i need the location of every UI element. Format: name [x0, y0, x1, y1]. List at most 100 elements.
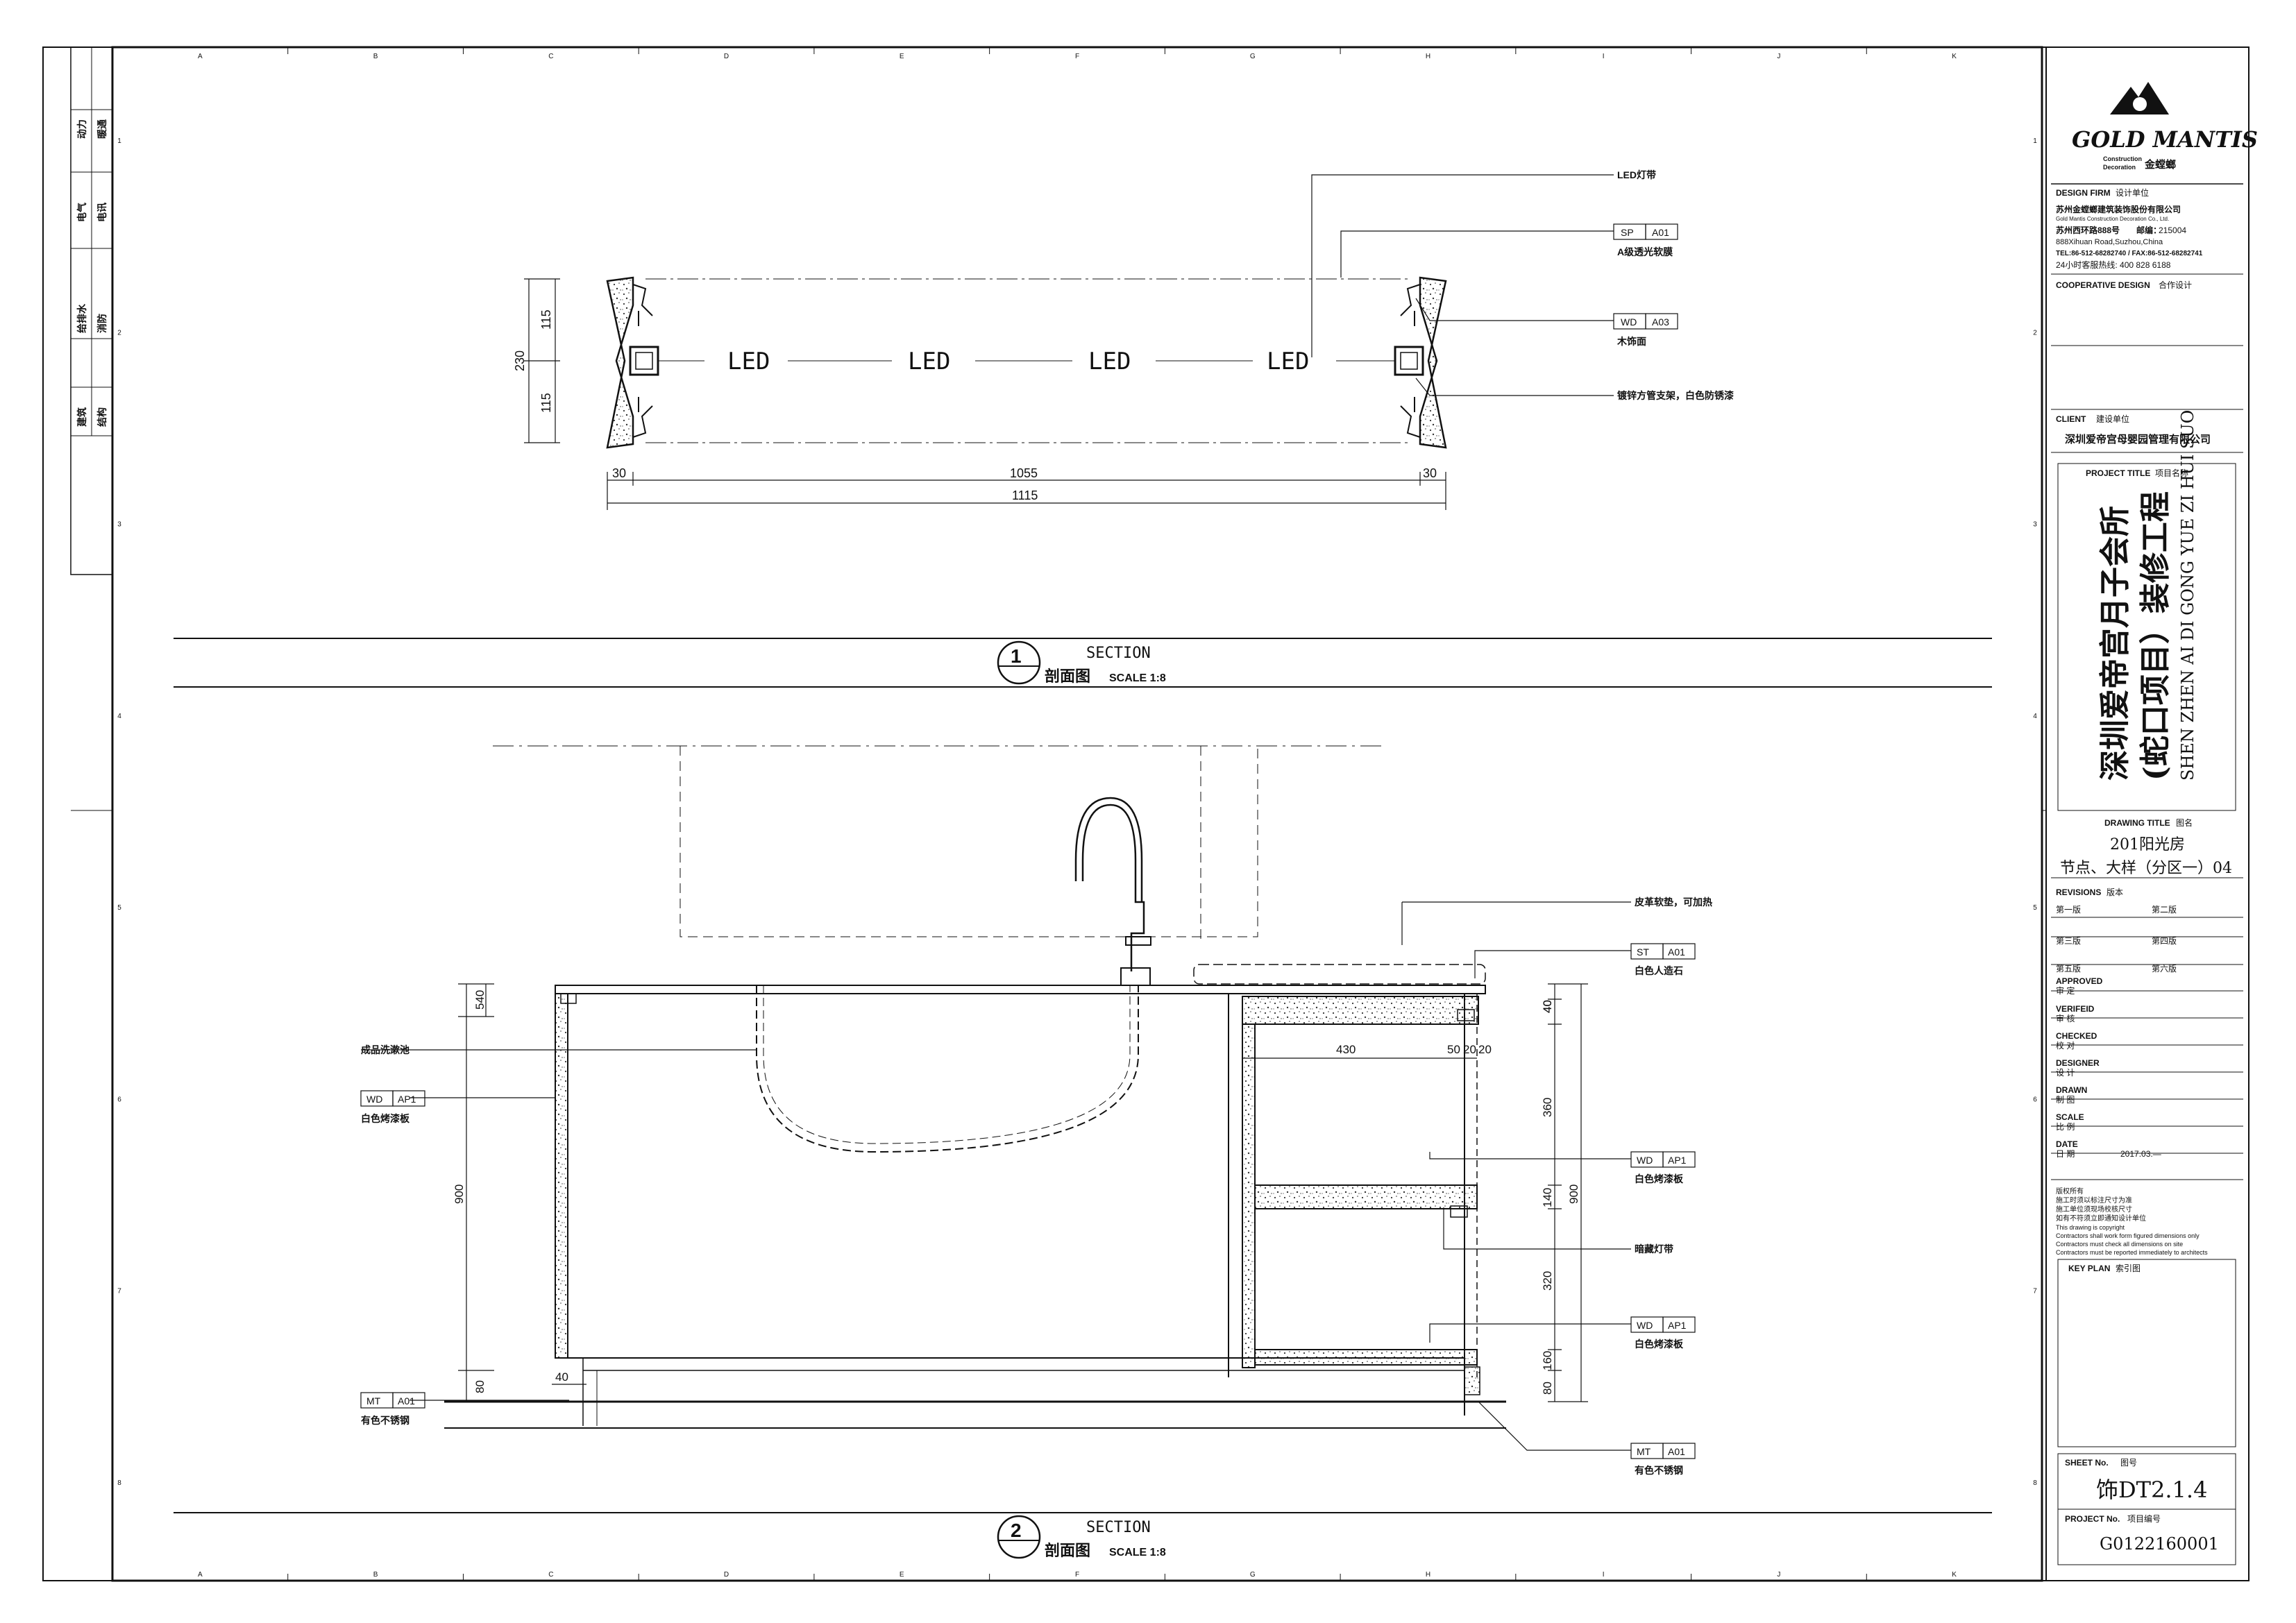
- grid-row-label: 6: [117, 1096, 121, 1103]
- scale-cn: 比 例: [2056, 1122, 2075, 1132]
- title-block: [2051, 183, 2243, 1565]
- grid-row-label: 3: [2033, 521, 2037, 529]
- rev-3: 第三版: [2056, 936, 2081, 946]
- callout-film: A级透光软膜: [1617, 246, 1673, 257]
- left-discipline-strip: [71, 47, 112, 436]
- note: 施工时须以标注尺寸为准: [2056, 1196, 2132, 1205]
- scale-label: SCALE: [2056, 1112, 2084, 1122]
- grid-col-label: J: [1777, 53, 1780, 60]
- project-title-label: PROJECT TITLE: [2086, 468, 2150, 478]
- grid-row-label: 4: [117, 713, 121, 720]
- rev-4: 第四版: [2152, 936, 2177, 946]
- grid-col-label: E: [900, 53, 904, 60]
- dim-140: 140: [1541, 1188, 1554, 1207]
- led-label: LED: [908, 348, 950, 375]
- led-label: LED: [727, 348, 770, 375]
- grid-col-label: H: [1426, 53, 1430, 60]
- approved-label: APPROVED: [2056, 976, 2103, 986]
- dim-1055: 1055: [1010, 466, 1038, 480]
- project-en: SHEN ZHEN AI DI GONG YUE ZI HUI SUO: [2178, 410, 2197, 781]
- rev-2: 第二版: [2152, 905, 2177, 915]
- section-1-drawing: [606, 276, 1447, 449]
- dim-115-bottom: 115: [539, 393, 553, 413]
- dim-50: 50: [1447, 1043, 1460, 1056]
- grid-col-label: D: [724, 1571, 729, 1579]
- section-1-dim-text: 230 115 115 30 1055 30 1115: [513, 309, 1437, 502]
- dim-20a: 20: [1463, 1043, 1476, 1056]
- section-1-title: 1 SECTION 剖面图 SCALE 1:8: [174, 638, 1992, 688]
- callout-tag: WD: [1637, 1155, 1653, 1166]
- strip-label: 电讯: [96, 203, 108, 222]
- section-2-dimensions: [458, 983, 1588, 1402]
- dim-360: 360: [1541, 1098, 1554, 1117]
- design-firm-cn: 设计单位: [2116, 187, 2149, 198]
- grid-row-label: 7: [2033, 1288, 2037, 1295]
- callout-code: A01: [1668, 1446, 1685, 1457]
- section-2-callouts: 成品洗漱池 WD AP1 白色烤漆板 MT A01 有色不锈钢 皮革软垫，可加热…: [361, 897, 1712, 1476]
- callout-tag: ST: [1637, 946, 1649, 958]
- section-1-title-en: SECTION: [1086, 645, 1151, 662]
- project-line2: (蛇口项目）装修工程: [2138, 491, 2173, 781]
- revisions-cn: 版本: [2107, 887, 2123, 897]
- dim-115-top: 115: [539, 309, 553, 330]
- section-2-dim-text: 540 900 80 40 430 50 20 20 40 40 360 140…: [453, 990, 1580, 1395]
- designer-label: DESIGNER: [2056, 1058, 2100, 1068]
- dim-40-base: 40: [555, 1370, 568, 1384]
- grid-col-label: G: [1250, 1571, 1256, 1579]
- client-label: CLIENT: [2056, 414, 2086, 424]
- sheet-frame: [42, 46, 2249, 1582]
- logo-cn: 金螳螂: [2144, 158, 2176, 171]
- date-cn: 日 期: [2056, 1149, 2075, 1159]
- date-value: 2017.03.—: [2120, 1149, 2161, 1159]
- grid-row-label: 1: [2033, 137, 2037, 145]
- projno-label: PROJECT No.: [2065, 1514, 2120, 1524]
- section-1-callouts: LED灯带 SP A01 A级透光软膜 WD A03 木饰面 镀锌方管支架，白色…: [1617, 169, 1734, 401]
- callout-code: AP1: [1668, 1155, 1687, 1166]
- dim-30-right: 30: [1423, 466, 1437, 480]
- note: 施工单位须现场校核尺寸: [2056, 1205, 2132, 1214]
- company-logo: GOLD MANTIS Construction Decoration 金螳螂: [2072, 82, 2258, 171]
- grid-col-label: J: [1777, 1571, 1780, 1579]
- note: Contractors shall work form figured dime…: [2056, 1232, 2200, 1239]
- sheet-no: 饰DT2.1.4: [2096, 1477, 2207, 1503]
- section-1-number: 1: [1011, 645, 1022, 667]
- callout-led-strip: LED灯带: [1617, 169, 1656, 180]
- grid-col-label: C: [548, 1571, 553, 1579]
- project-line1: 深圳爱帝宫月子会所: [2097, 506, 2133, 781]
- section-2-title: 2 SECTION 剖面图 SCALE 1:8: [174, 1512, 1992, 1559]
- dim-160: 160: [1541, 1351, 1554, 1370]
- callout-tag: MT: [366, 1395, 381, 1407]
- strip-label: 给排水: [76, 303, 87, 333]
- drawn-cn: 制 图: [2056, 1095, 2075, 1105]
- grid-row-label: 7: [117, 1288, 121, 1295]
- callout-tag: WD: [1621, 316, 1637, 328]
- callout-cushion: 皮革软垫，可加热: [1634, 897, 1712, 908]
- note: Contractors must be reported immediately…: [2056, 1249, 2208, 1256]
- strip-label: 暖通: [96, 119, 108, 139]
- date-label: DATE: [2056, 1139, 2078, 1149]
- section-1-title-cn: 剖面图: [1045, 668, 1090, 685]
- project-title-cn: 项目名称: [2155, 468, 2188, 478]
- callout-code: A01: [1668, 946, 1685, 958]
- dim-40a: 40: [1541, 1000, 1554, 1013]
- grid-col-label: D: [724, 53, 729, 60]
- logo-sub1: Construction: [2103, 155, 2142, 162]
- section-1-leaders: [1311, 174, 1614, 396]
- callout-lacquer-right-1: 白色烤漆板: [1635, 1173, 1684, 1184]
- keyplan-cn: 索引图: [2116, 1264, 2141, 1273]
- callout-tag: WD: [1637, 1320, 1653, 1331]
- strip-label: 建筑: [76, 407, 87, 427]
- section-2-title-en: SECTION: [1086, 1519, 1151, 1536]
- section-2-tags: [360, 943, 1696, 1459]
- grid-col-label: K: [1952, 1571, 1957, 1579]
- checked-cn: 校 对: [2056, 1040, 2075, 1051]
- grid-row-label: 2: [2033, 329, 2037, 337]
- postcode-label: 邮编：: [2136, 225, 2161, 235]
- drawing-title-label: DRAWING TITLE: [2104, 818, 2170, 828]
- logo-sub2: Decoration: [2103, 164, 2136, 171]
- dim-900-right: 900: [1567, 1184, 1580, 1204]
- revisions-label: REVISIONS: [2056, 887, 2101, 897]
- section-2-scale: SCALE 1:8: [1109, 1547, 1166, 1558]
